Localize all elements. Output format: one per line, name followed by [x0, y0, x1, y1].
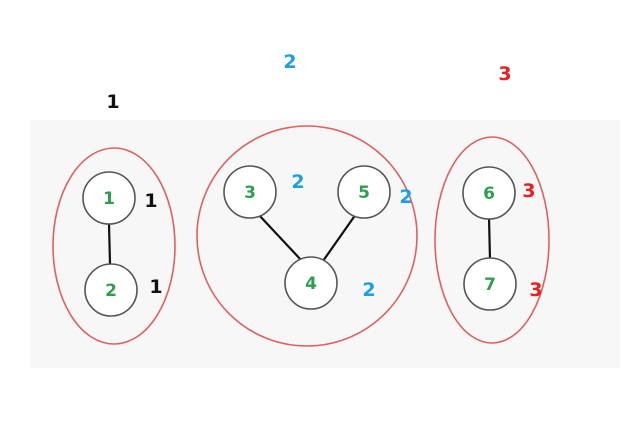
node-4-label: 4 [305, 274, 317, 294]
node-7-label: 7 [484, 275, 496, 295]
node-3: 3 [223, 165, 277, 219]
node-3-component-label: 2 [291, 171, 304, 193]
group-ellipse-2 [196, 125, 418, 347]
node-6-label: 6 [483, 184, 495, 204]
edge-3-4 [257, 213, 303, 262]
edge-5-4 [322, 213, 357, 262]
node-2: 2 [84, 263, 138, 317]
node-5-label: 5 [358, 183, 370, 203]
background-panel [30, 120, 620, 368]
group-ellipse-3 [434, 136, 550, 344]
node-2-component-label: 1 [149, 276, 162, 298]
node-6: 6 [462, 166, 516, 220]
node-2-label: 2 [105, 281, 117, 301]
edge-1-2 [107, 223, 112, 265]
node-7: 7 [463, 257, 517, 311]
node-6-component-label: 3 [522, 180, 535, 202]
node-1: 1 [82, 171, 136, 225]
node-4-component-label: 2 [362, 279, 375, 301]
node-4: 4 [284, 256, 338, 310]
node-3-label: 3 [244, 183, 256, 203]
group-label-2: 2 [283, 51, 296, 73]
node-7-component-label: 3 [529, 279, 542, 301]
group-ellipse-1 [52, 147, 176, 345]
group-label-3: 3 [498, 63, 511, 85]
edge-6-7 [487, 216, 492, 261]
node-5: 5 [337, 165, 391, 219]
node-1-label: 1 [103, 189, 115, 209]
node-5-component-label: 2 [399, 186, 412, 208]
node-1-component-label: 1 [144, 190, 157, 212]
group-label-1: 1 [106, 91, 119, 113]
